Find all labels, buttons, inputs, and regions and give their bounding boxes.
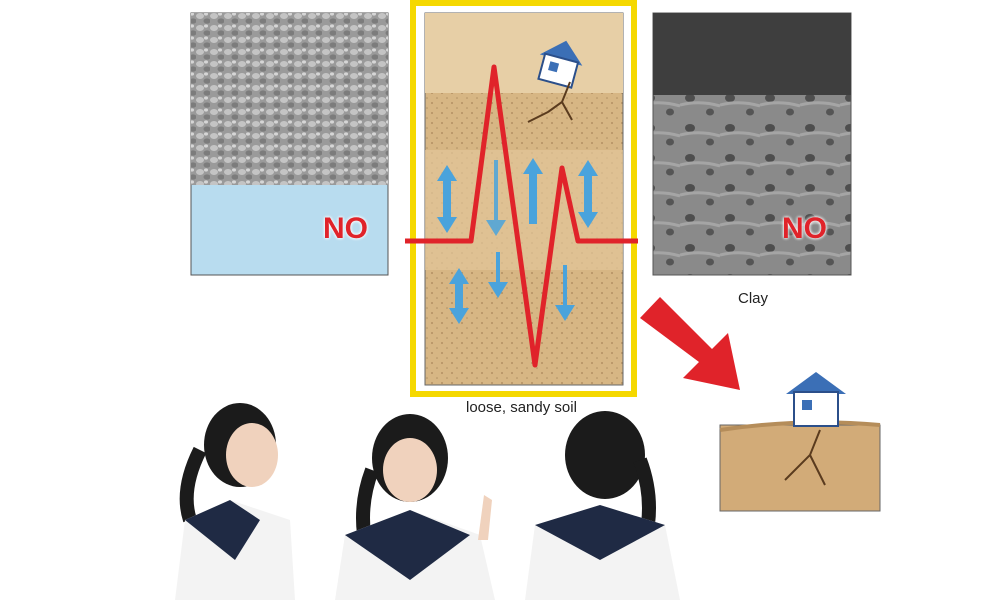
red-arrow-icon — [640, 297, 740, 390]
student-center — [335, 414, 495, 600]
settled-house-block — [719, 372, 881, 512]
sandy-soil-label: loose, sandy soil — [466, 399, 577, 416]
gravel-verdict: NO — [323, 212, 368, 245]
clay-label: Clay — [738, 290, 769, 307]
gravel-panel — [190, 12, 389, 276]
house-icon — [786, 372, 846, 427]
sandy-soil-panel — [410, 0, 637, 397]
vibration-arrows — [437, 158, 598, 324]
tilted-house-icon — [537, 40, 583, 89]
student-left — [175, 403, 295, 600]
clay-verdict: NO — [782, 212, 827, 245]
students — [175, 403, 680, 600]
seismic-wave — [405, 64, 638, 368]
clay-panel — [652, 12, 852, 276]
student-right — [525, 411, 680, 600]
crack — [527, 81, 573, 123]
